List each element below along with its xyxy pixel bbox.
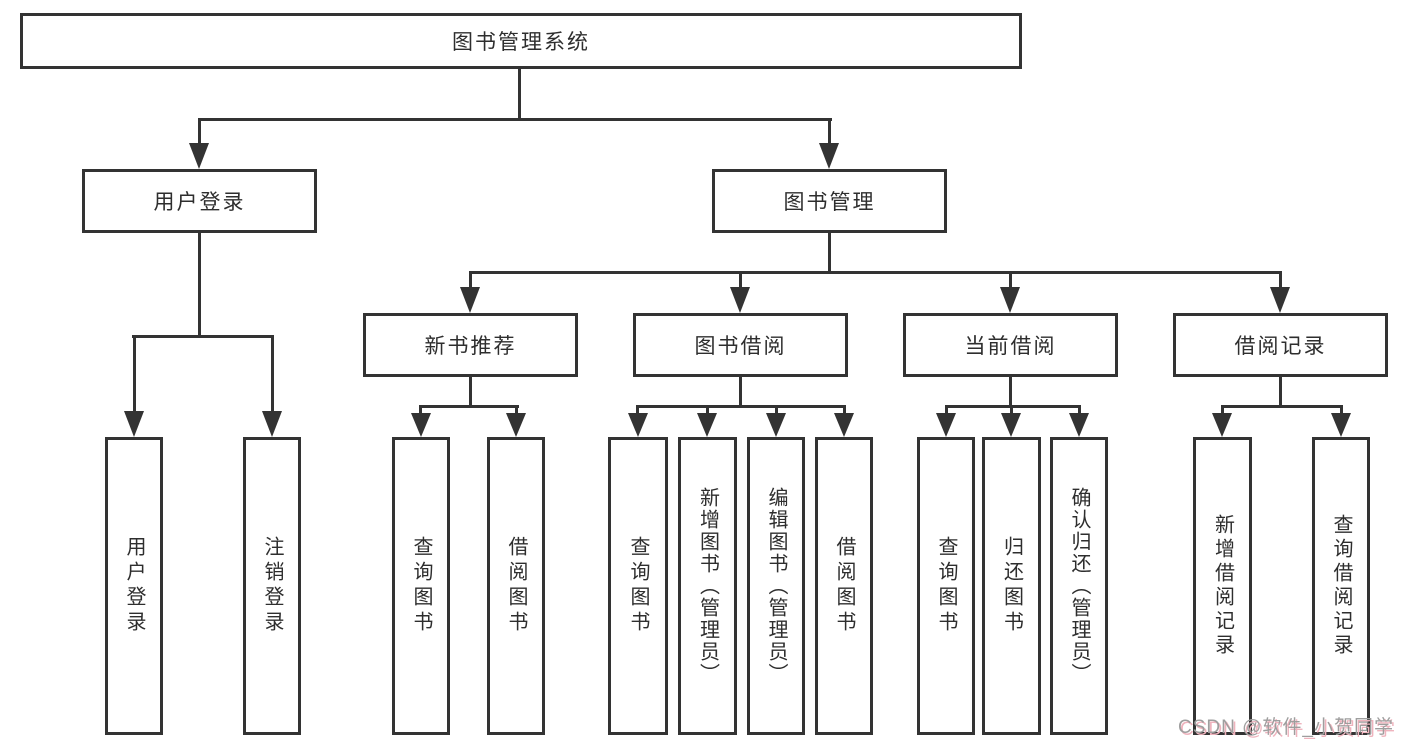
branch-drop-line (1009, 271, 1012, 291)
arrow-down-icon (936, 413, 956, 437)
node-label: 借阅图书 (833, 536, 855, 636)
arrow-down-icon (628, 413, 648, 437)
node-label: 借阅图书 (505, 536, 527, 636)
leaf-borrow-books: 借阅图书 (815, 437, 873, 735)
branch-drop-line (1010, 405, 1013, 415)
node-label: 用户登录 (153, 191, 246, 214)
node-book-management: 图书管理 (712, 169, 947, 233)
arrow-down-icon (124, 411, 144, 437)
arrow-down-icon (819, 143, 839, 169)
node-label: 新增图书（管理员） (696, 487, 719, 685)
branch-drop-line (1221, 405, 1224, 415)
leaf-add-borrow-record: 新增借阅记录 (1193, 437, 1252, 735)
arrow-down-icon (1212, 413, 1232, 437)
current-borrow-branch-bar (945, 405, 1081, 408)
node-label: 查询图书 (410, 536, 432, 636)
node-label: 新增借阅记录 (1211, 514, 1234, 658)
node-label: 确认归还（管理员） (1068, 487, 1090, 685)
node-library-management-system: 图书管理系统 (20, 13, 1022, 69)
branch-drop-line (198, 118, 201, 150)
leaf-logout: 注销登录 (243, 437, 301, 735)
root-stem-line (518, 69, 521, 120)
node-label: 用户登录 (123, 536, 145, 636)
node-label: 查询图书 (935, 536, 957, 636)
branch-drop-line (828, 118, 831, 150)
node-label: 当前借阅 (964, 335, 1057, 358)
arrow-down-icon (411, 413, 431, 437)
node-label: 图书管理 (783, 191, 876, 214)
leaf-query-books-recommend: 查询图书 (392, 437, 450, 735)
node-borrow-records: 借阅记录 (1173, 313, 1388, 377)
arrow-down-icon (1069, 413, 1089, 437)
user-login-branch-bar (132, 335, 274, 338)
node-label: 注销登录 (261, 536, 283, 636)
node-label: 查询借阅记录 (1330, 514, 1352, 658)
node-label: 新书推荐 (424, 335, 517, 358)
arrow-down-icon (766, 413, 786, 437)
node-label: 图书管理系统 (452, 31, 590, 54)
csdn-watermark: CSDN @软件_小贺同学 (1178, 717, 1394, 738)
node-label: 查询图书 (627, 536, 649, 636)
branch-drop-line (271, 335, 274, 413)
branch-drop-line (945, 405, 948, 415)
branch-drop-line (775, 405, 778, 415)
arrow-down-icon (697, 413, 717, 437)
branch-drop-line (636, 405, 639, 415)
book-mgmt-branch-bar (469, 271, 1282, 274)
node-new-book-recommend: 新书推荐 (363, 313, 578, 377)
node-label: 编辑图书（管理员） (765, 487, 787, 685)
branch-drop-line (1340, 405, 1343, 415)
root-branch-bar (198, 118, 832, 121)
branch-drop-line (133, 335, 136, 413)
node-label: 借阅记录 (1234, 335, 1327, 358)
leaf-edit-books-admin: 编辑图书（管理员） (747, 437, 805, 735)
node-user-login-group: 用户登录 (82, 169, 317, 233)
arrow-down-icon (1270, 287, 1290, 313)
arrow-down-icon (189, 143, 209, 169)
arrow-down-icon (1331, 413, 1351, 437)
branch-drop-line (1279, 271, 1282, 291)
leaf-query-books-borrow: 查询图书 (608, 437, 668, 735)
borrow-records-stem-line (1279, 377, 1282, 407)
branch-drop-line (739, 271, 742, 291)
new-book-branch-bar (419, 405, 519, 408)
borrow-records-branch-bar (1221, 405, 1343, 408)
leaf-user-login: 用户登录 (105, 437, 163, 735)
arrow-down-icon (506, 413, 526, 437)
book-borrow-stem-line (739, 377, 742, 407)
branch-drop-line (843, 405, 846, 415)
arrow-down-icon (1001, 413, 1021, 437)
branch-drop-line (515, 405, 518, 415)
user-login-stem-line (198, 233, 201, 337)
branch-drop-line (706, 405, 709, 415)
book-mgmt-stem-line (828, 233, 831, 273)
leaf-confirm-return-admin: 确认归还（管理员） (1050, 437, 1108, 735)
arrow-down-icon (460, 287, 480, 313)
node-book-borrow: 图书借阅 (633, 313, 848, 377)
arrow-down-icon (1000, 287, 1020, 313)
leaf-borrow-books-recommend: 借阅图书 (487, 437, 545, 735)
new-book-stem-line (469, 377, 472, 407)
branch-drop-line (1078, 405, 1081, 415)
node-label: 图书借阅 (694, 335, 787, 358)
leaf-add-books-admin: 新增图书（管理员） (678, 437, 737, 735)
book-borrow-branch-bar (636, 405, 845, 408)
current-borrow-stem-line (1009, 377, 1012, 407)
branch-drop-line (419, 405, 422, 415)
leaf-return-books: 归还图书 (982, 437, 1041, 735)
leaf-query-books-current: 查询图书 (917, 437, 975, 735)
arrow-down-icon (262, 411, 282, 437)
arrow-down-icon (730, 287, 750, 313)
branch-drop-line (469, 271, 472, 291)
node-label: 归还图书 (1000, 536, 1023, 636)
node-current-borrow: 当前借阅 (903, 313, 1118, 377)
leaf-query-borrow-record: 查询借阅记录 (1312, 437, 1370, 735)
arrow-down-icon (834, 413, 854, 437)
